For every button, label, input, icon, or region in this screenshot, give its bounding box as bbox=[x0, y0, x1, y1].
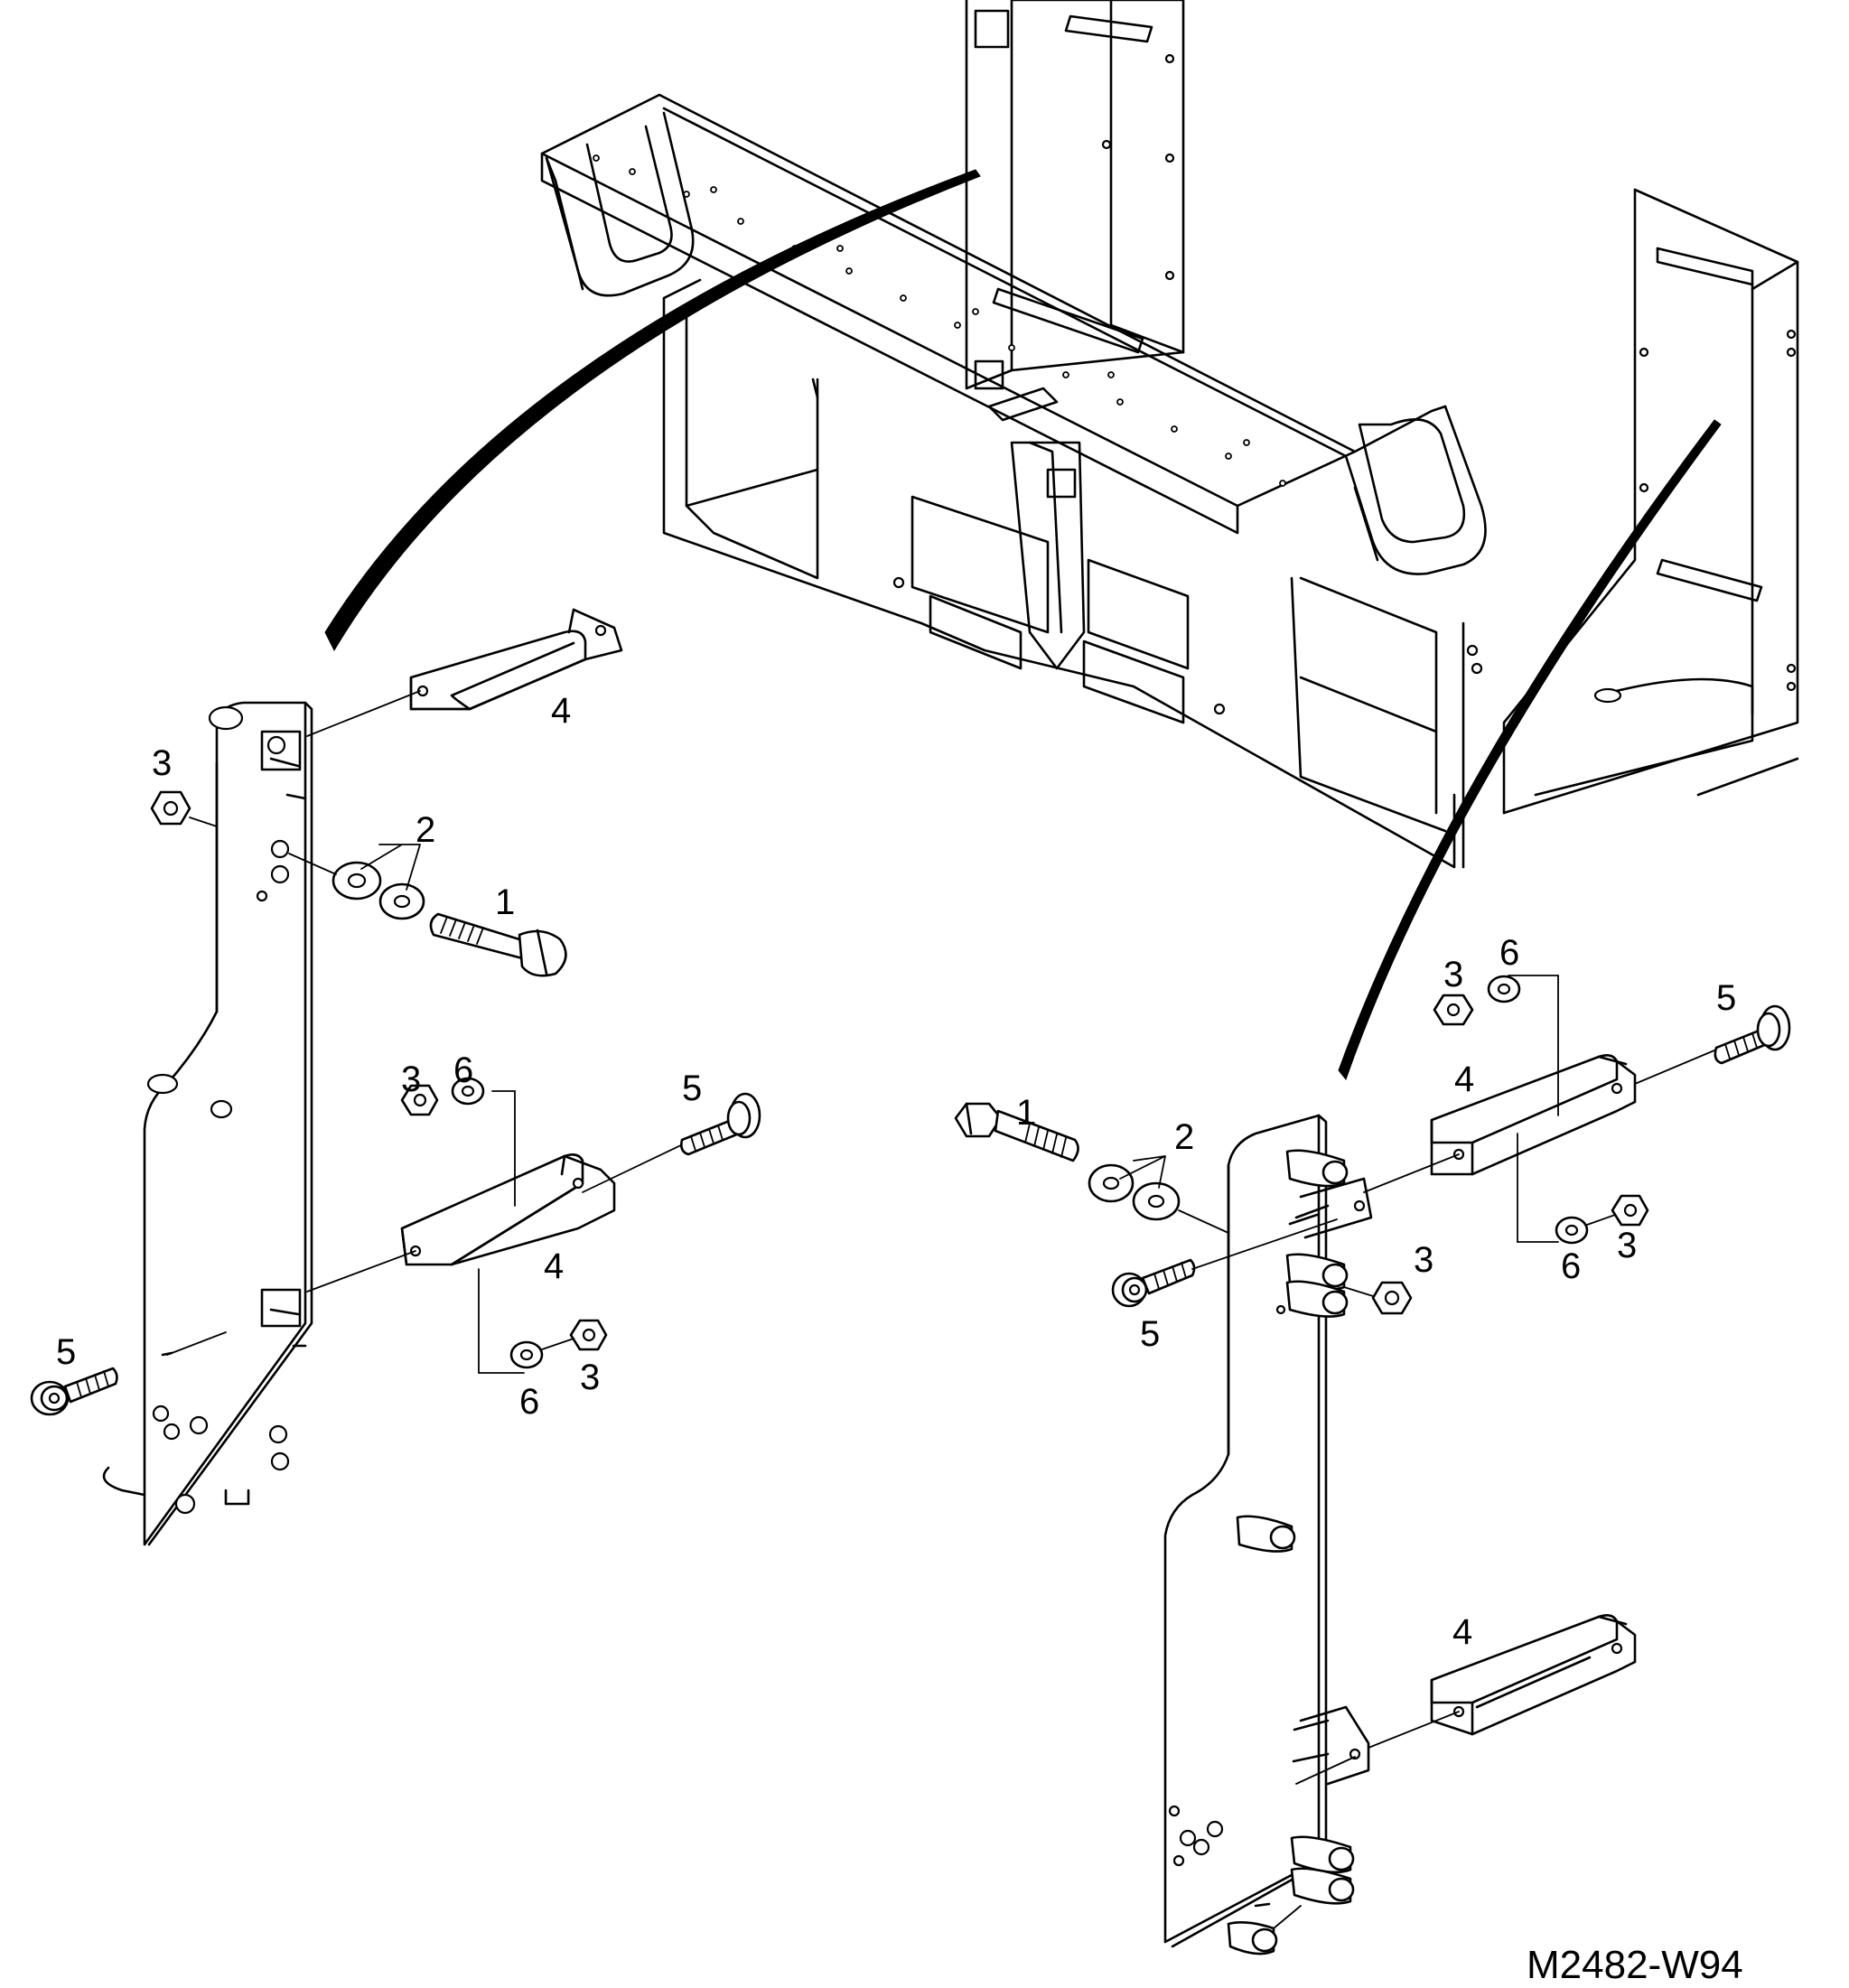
callout-left-screw-5-lower: 5 bbox=[56, 1332, 76, 1372]
callout-right-nut-3-lower: 3 bbox=[1617, 1226, 1637, 1265]
right-bracket-assembly bbox=[954, 975, 1791, 1955]
callout-right-screw-5-top: 5 bbox=[1716, 978, 1736, 1018]
callout-left-bracket-4-lower: 4 bbox=[544, 1246, 564, 1286]
callout-left-bolt-1: 1 bbox=[495, 882, 515, 922]
callout-left-nut-3-upper: 3 bbox=[152, 743, 172, 783]
left-bracket-assembly bbox=[30, 608, 761, 1546]
callout-right-bracket-4-upper: 4 bbox=[1454, 1059, 1474, 1099]
callout-left-nut-3-mid: 3 bbox=[401, 1059, 421, 1099]
callout-right-washer-6-lower: 6 bbox=[1561, 1246, 1581, 1286]
callout-left-washer-2: 2 bbox=[416, 810, 435, 850]
callout-right-washer-6-top: 6 bbox=[1499, 933, 1519, 973]
callout-left-washer-6-lower: 6 bbox=[519, 1382, 539, 1422]
callout-right-washer-2: 2 bbox=[1174, 1117, 1194, 1157]
callout-left-nut-3-lower: 3 bbox=[580, 1358, 600, 1397]
callout-right-nut-3-top: 3 bbox=[1443, 955, 1463, 994]
callout-left-washer-6-upper: 6 bbox=[453, 1050, 473, 1090]
callout-right-nut-3-mid: 3 bbox=[1414, 1240, 1433, 1280]
callout-left-screw-5-upper: 5 bbox=[682, 1069, 702, 1108]
callout-right-screw-5-lower: 5 bbox=[1140, 1314, 1160, 1354]
main-frame-assembly bbox=[540, 0, 1799, 869]
figure-code: M2482-W94 bbox=[1527, 1943, 1743, 1987]
callout-labels: 3 2 1 4 6 3 5 4 5 6 3 3 6 5 4 1 2 3 6 3 … bbox=[56, 691, 1736, 1652]
callout-right-bracket-4-lower: 4 bbox=[1452, 1612, 1472, 1652]
leader-curve-left bbox=[324, 169, 981, 652]
leader-curve-right bbox=[1338, 419, 1722, 1081]
callout-right-bolt-1: 1 bbox=[1016, 1093, 1036, 1133]
callout-left-bracket-4-upper: 4 bbox=[551, 691, 571, 731]
